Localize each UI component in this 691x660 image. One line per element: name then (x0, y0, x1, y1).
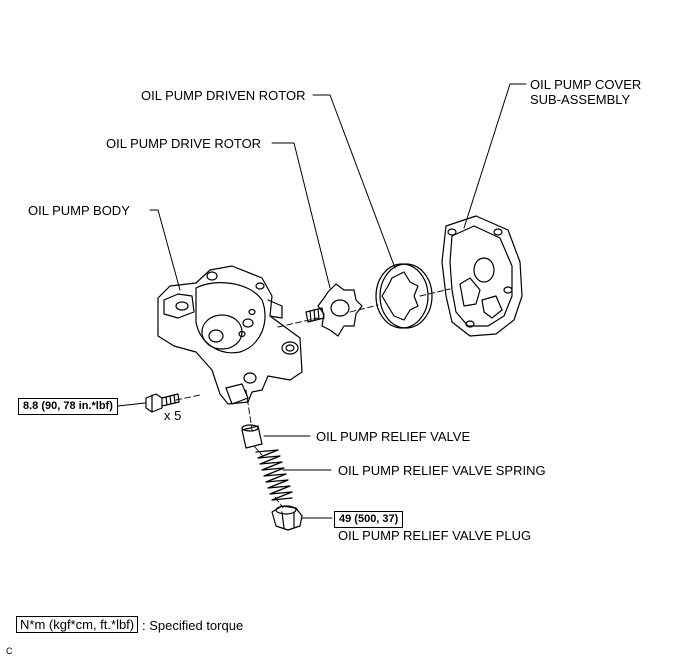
legend-text: : Specified torque (142, 618, 244, 633)
label-relief-valve-spring: OIL PUMP RELIEF VALVE SPRING (338, 463, 546, 478)
relief-valve-plug-drawing (271, 505, 303, 531)
driven-rotor-drawing (375, 263, 433, 329)
label-relief-valve: OIL PUMP RELIEF VALVE (316, 429, 471, 444)
label-pump-body: OIL PUMP BODY (28, 203, 130, 218)
pump-cover-drawing (441, 215, 523, 337)
relief-valve-spring-drawing (255, 449, 293, 501)
torque-box-plug: 49 (500, 37) (334, 511, 404, 528)
label-relief-valve-plug: OIL PUMP RELIEF VALVE PLUG (338, 528, 532, 543)
label-cover-line2: SUB-ASSEMBLY (530, 92, 631, 107)
label-driven-rotor: OIL PUMP DRIVEN ROTOR (141, 88, 306, 103)
leader-lines (117, 83, 527, 519)
relief-valve-drawing (241, 424, 263, 449)
label-cover-line1: OIL PUMP COVER (530, 77, 642, 92)
legend-unit-box: N*m (kgf*cm, ft.*lbf) (16, 616, 139, 633)
drive-rotor-drawing (305, 283, 363, 337)
oil-pump-body-drawing (157, 265, 303, 405)
torque-box-bolt: 8.8 (90, 78 in.*lbf) (18, 398, 118, 415)
figure-code: C (6, 646, 13, 656)
bolt-quantity: x 5 (164, 408, 182, 423)
label-drive-rotor: OIL PUMP DRIVE ROTOR (106, 136, 262, 151)
bolt-drawing (145, 393, 180, 413)
